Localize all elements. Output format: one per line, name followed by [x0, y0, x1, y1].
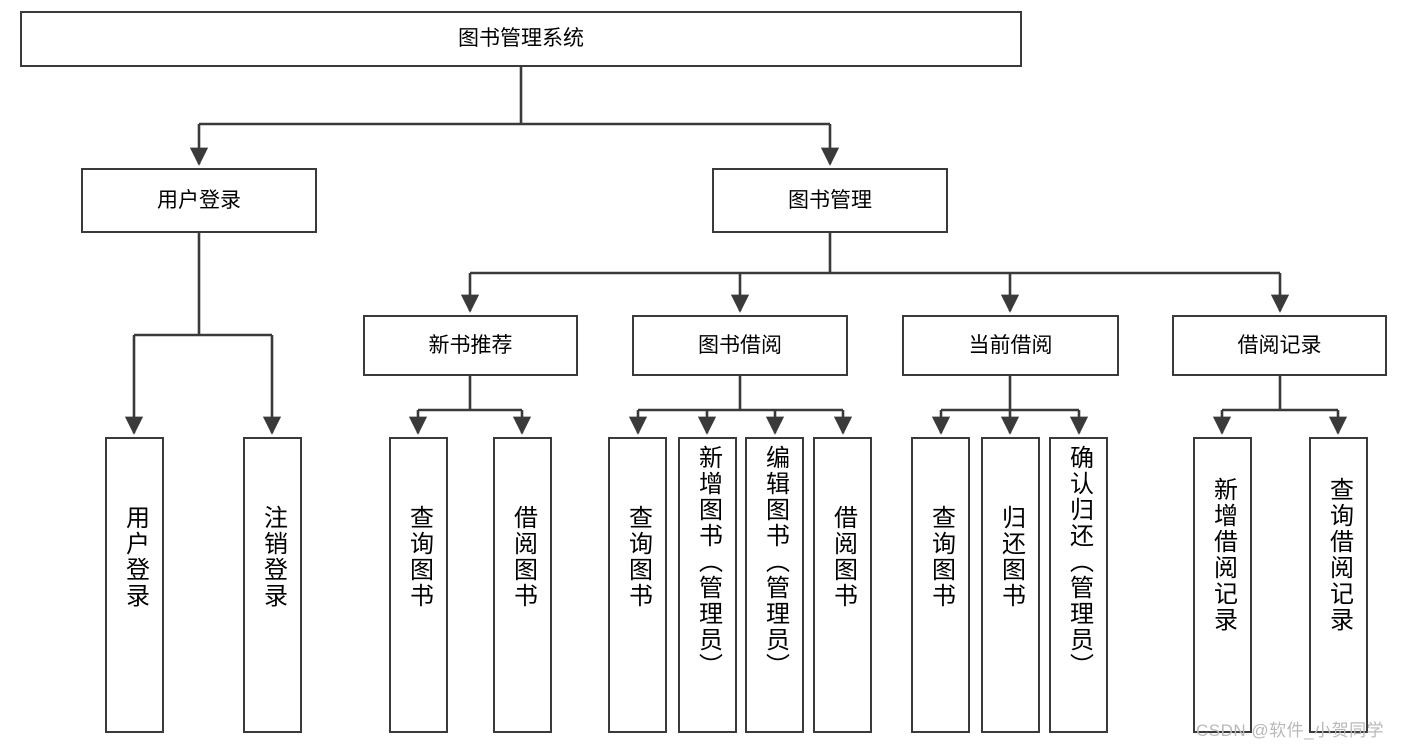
node-leaf-add-borrow-record-label: 新增借阅记录	[1209, 477, 1237, 633]
node-leaf-return-book[interactable]: 归还图书	[981, 437, 1040, 733]
node-leaf-query-borrow-record[interactable]: 查询借阅记录	[1309, 437, 1368, 733]
node-leaf-query-book-3-label: 查询图书	[927, 505, 955, 609]
node-leaf-add-borrow-record[interactable]: 新增借阅记录	[1193, 437, 1252, 733]
node-leaf-edit-book-label: 编辑图书（管理员）	[761, 445, 789, 679]
csdn-watermark: CSDN @软件_小贺同学	[1196, 721, 1385, 740]
node-leaf-query-book-1-label: 查询图书	[405, 505, 433, 609]
node-leaf-borrow-book-1[interactable]: 借阅图书	[493, 437, 552, 733]
node-root-label: 图书管理系统	[458, 27, 584, 51]
node-borrow-record-label: 借阅记录	[1237, 333, 1322, 357]
node-root[interactable]: 图书管理系统	[20, 11, 1022, 67]
node-borrow-record[interactable]: 借阅记录	[1172, 315, 1387, 376]
node-leaf-logout-label: 注销登录	[259, 505, 287, 609]
node-book-borrow-label: 图书借阅	[698, 333, 782, 357]
node-leaf-add-book[interactable]: 新增图书（管理员）	[678, 437, 737, 733]
node-leaf-return-book-label: 归还图书	[997, 505, 1025, 609]
node-new-book-recommend-label: 新书推荐	[428, 333, 513, 357]
node-new-book-recommend[interactable]: 新书推荐	[363, 315, 578, 376]
node-current-borrow-label: 当前借阅	[968, 333, 1053, 357]
node-user-login-label: 用户登录	[157, 188, 241, 212]
node-leaf-query-book-1[interactable]: 查询图书	[389, 437, 448, 733]
node-leaf-confirm-return[interactable]: 确认归还（管理员）	[1049, 437, 1108, 733]
node-book-borrow[interactable]: 图书借阅	[632, 315, 848, 376]
node-book-management[interactable]: 图书管理	[712, 168, 948, 233]
node-book-management-label: 图书管理	[788, 188, 872, 212]
node-leaf-query-book-3[interactable]: 查询图书	[911, 437, 970, 733]
node-leaf-borrow-book-2[interactable]: 借阅图书	[813, 437, 872, 733]
node-leaf-query-borrow-record-label: 查询借阅记录	[1325, 477, 1353, 633]
node-leaf-user-login[interactable]: 用户登录	[105, 437, 164, 733]
node-leaf-borrow-book-2-label: 借阅图书	[829, 505, 857, 609]
node-leaf-query-book-2[interactable]: 查询图书	[608, 437, 667, 733]
node-leaf-query-book-2-label: 查询图书	[624, 505, 652, 609]
node-leaf-add-book-label: 新增图书（管理员）	[694, 445, 722, 679]
node-user-login[interactable]: 用户登录	[81, 168, 317, 233]
node-leaf-user-login-label: 用户登录	[121, 505, 149, 609]
node-leaf-confirm-return-label: 确认归还（管理员）	[1065, 445, 1093, 679]
node-current-borrow[interactable]: 当前借阅	[902, 315, 1119, 376]
node-leaf-edit-book[interactable]: 编辑图书（管理员）	[745, 437, 804, 733]
node-leaf-logout[interactable]: 注销登录	[243, 437, 302, 733]
node-leaf-borrow-book-1-label: 借阅图书	[509, 505, 537, 609]
